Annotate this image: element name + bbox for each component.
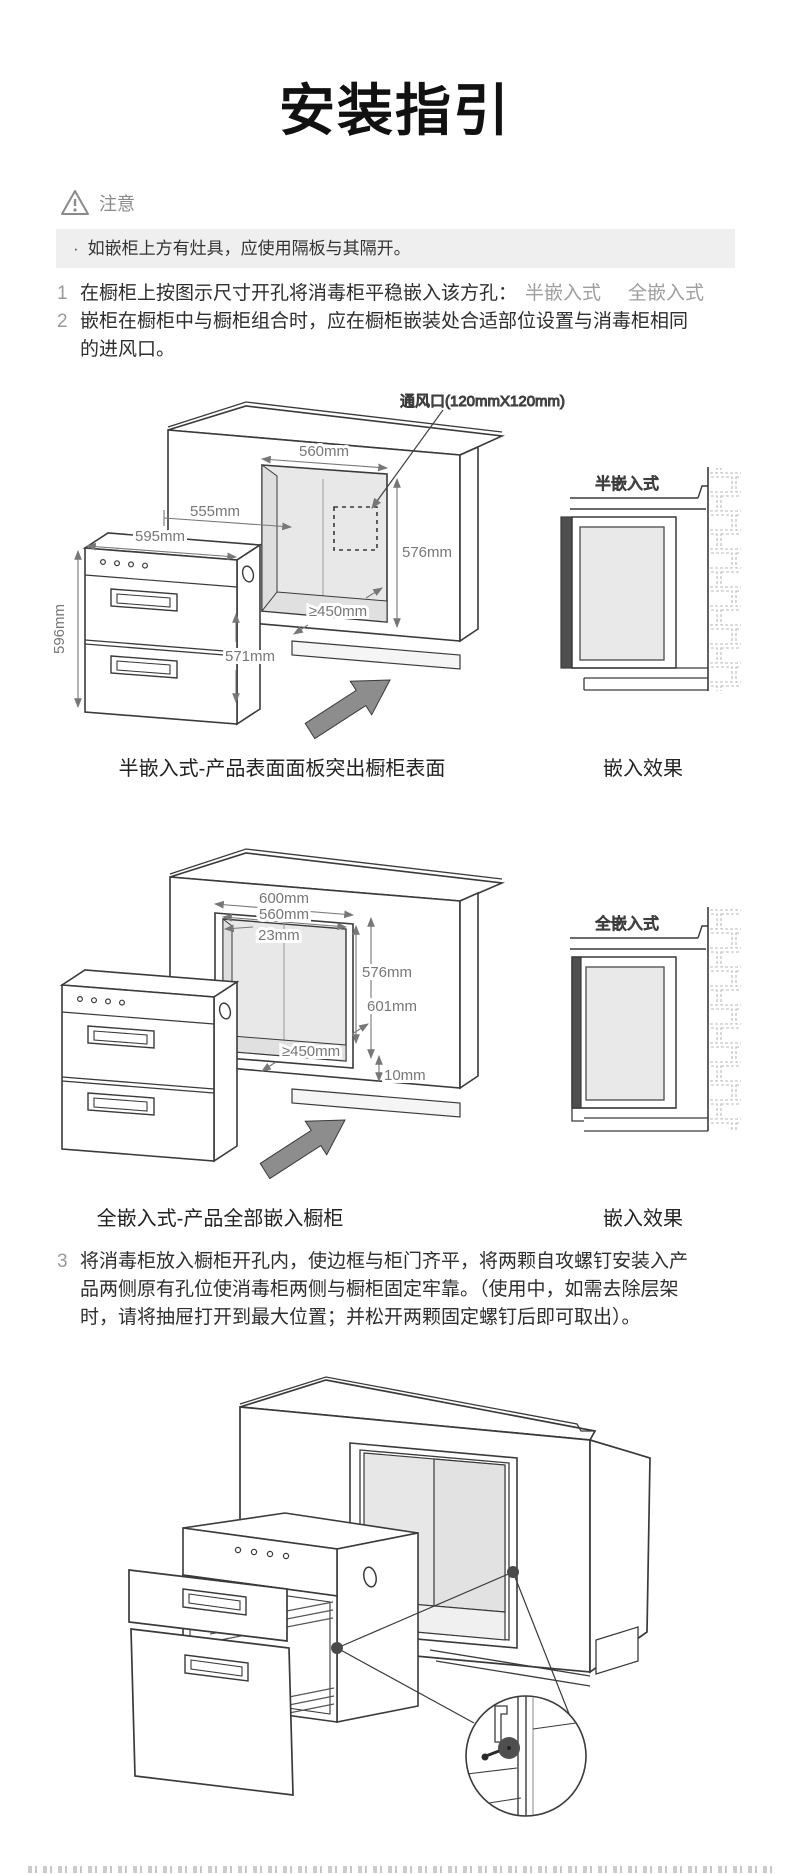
dim-frame-offset-2: 23mm [258, 927, 300, 944]
dim-total-height-2: 601mm [367, 998, 417, 1015]
product-cabinet-2 [61, 969, 238, 1162]
side-view-label-full: 全嵌入式 [595, 915, 659, 933]
cutout-opening-1 [261, 409, 444, 623]
step-2-text: 嵌柜在橱柜中与橱柜组合时，应在橱柜嵌装处合适部位设置与消毒柜相同 的进风口。 [80, 311, 689, 360]
caption-effect-2: 嵌入效果 [603, 1208, 683, 1230]
step-1-number: 1 [57, 283, 68, 304]
step-1: 1 在橱柜上按图示尺寸开孔将消毒柜平稳嵌入该方孔： 半嵌入式 全嵌入式 [57, 280, 720, 308]
caption-effect-1: 嵌入效果 [603, 758, 683, 780]
insert-direction-arrow-2 [259, 1119, 346, 1180]
diagram-screw-fixing [128, 1376, 651, 1817]
dim-opening-height-1: 576mm [402, 544, 452, 561]
dim-outer-width-2: 600mm [259, 890, 309, 907]
step-1-text: 在橱柜上按图示尺寸开孔将消毒柜平稳嵌入该方孔： [80, 283, 518, 304]
option-fully-embedded: 全嵌入式 [628, 283, 705, 304]
side-view-full [570, 907, 741, 1132]
dim-body-width-1: 555mm [190, 503, 240, 520]
dim-opening-width-1: 560mm [299, 443, 349, 460]
dimensions-2 [213, 900, 383, 1083]
product-with-open-drawers [128, 1512, 419, 1796]
notice-text: 如嵌柜上方有灶具，应使用隔板与其隔开。 [87, 239, 411, 258]
screw-position-dot-product [331, 1642, 343, 1654]
diagram-semi-embedded: 通风口(120mmX120mm) 560mm 555mm 595mm 596mm… [48, 393, 741, 740]
dim-opening-height-2: 576mm [362, 964, 412, 981]
diagram-fully-embedded: 600mm 560mm 23mm 576mm 601mm ≥450mm 10mm… [61, 848, 741, 1180]
step-2: 2 嵌柜在橱柜中与橱柜组合时，应在橱柜嵌装处合适部位设置与消毒柜相同 的进风口。 [57, 308, 760, 364]
vent-label: 通风口(120mmX120mm) [400, 393, 565, 410]
screw-position-dot-cabinet [507, 1566, 519, 1578]
step-2-number: 2 [57, 311, 68, 332]
notice-label: 注意 [99, 193, 135, 214]
dimensions-1 [74, 455, 401, 709]
protruding-front-panel [560, 516, 573, 669]
caption-fully-embedded: 全嵌入式-产品全部嵌入橱柜 [96, 1208, 344, 1230]
step-3-text: 将消毒柜放入橱柜开孔内，使边框与柜门齐平，将两颗自攻螺钉安装入产 品两侧原有孔位… [80, 1251, 689, 1328]
dim-bottom-gap-2: 10mm [384, 1067, 426, 1084]
notice-box: · 如嵌柜上方有灶具，应使用隔板与其隔开。 [56, 229, 735, 268]
step-3-number: 3 [57, 1251, 68, 1272]
dim-panel-width-1: 595mm [135, 528, 185, 545]
option-semi-embedded: 半嵌入式 [525, 283, 602, 304]
dim-under-counter-1: 571mm [225, 648, 275, 665]
caption-semi-embedded: 半嵌入式-产品表面面板突出橱柜表面 [118, 758, 446, 780]
flush-front-panel [571, 956, 582, 1109]
dim-depth-2: ≥450mm [282, 1043, 340, 1060]
product-cabinet-1 [84, 532, 261, 725]
side-view-label-semi: 半嵌入式 [595, 475, 659, 493]
dim-inner-width-2: 560mm [259, 906, 309, 923]
screw-leader-lines [336, 1571, 576, 1730]
self-tapping-screw-icon [485, 1749, 500, 1758]
mounting-tab [494, 1705, 508, 1743]
vent-leader-line [371, 409, 444, 509]
warning-triangle-icon [61, 190, 89, 215]
insert-direction-arrow-1 [304, 679, 391, 740]
magnifier-detail [465, 1695, 587, 1817]
side-view-semi [560, 467, 741, 691]
notice-header: 注意 [60, 189, 135, 216]
wall-bricks-2 [710, 908, 741, 1131]
page-title: 安装指引 [279, 79, 511, 142]
dim-product-height-1: 596mm [51, 604, 68, 654]
vent-hole-dashed-square [333, 506, 378, 551]
bullet: · [73, 239, 79, 258]
step-3: 3 将消毒柜放入橱柜开孔内，使边框与柜门齐平，将两颗自攻螺钉安装入产 品两侧原有… [57, 1248, 760, 1332]
dim-depth-1: ≥450mm [309, 603, 367, 620]
cutoff-text-fragment [28, 1866, 772, 1873]
wall-bricks-1 [710, 468, 741, 691]
